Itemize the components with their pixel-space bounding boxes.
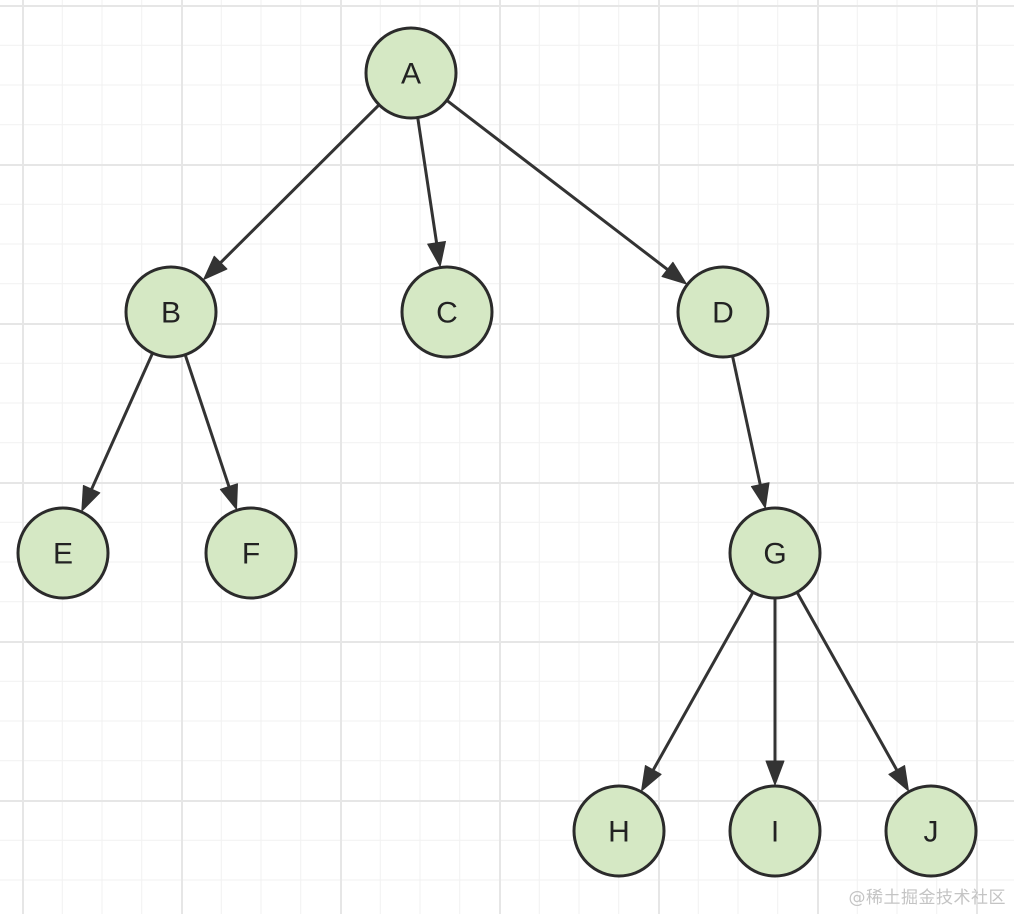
node-layer: A B C D E F G H I J: [16, 26, 978, 878]
edge-a-b: [203, 103, 381, 281]
edge-line: [731, 355, 763, 487]
node-c: C: [400, 265, 494, 359]
node-circle: [364, 26, 458, 120]
node-circle: [728, 784, 822, 878]
node-label: J: [924, 816, 939, 849]
node-label: G: [763, 538, 786, 571]
watermark-text: @稀土掘金技术社区: [848, 888, 1006, 908]
node-circle: [728, 506, 822, 600]
node-circle: [16, 506, 110, 600]
node-f: F: [204, 506, 298, 600]
node-j: J: [884, 784, 978, 878]
node-label: B: [161, 297, 181, 330]
node-g: G: [728, 506, 822, 600]
arrowhead-icon: [219, 483, 238, 510]
edge-d-g: [731, 355, 770, 509]
arrowhead-icon: [765, 760, 785, 786]
node-label: C: [436, 297, 458, 330]
edge-a-d: [445, 99, 687, 285]
edge-line: [795, 591, 900, 773]
edge-g-i: [765, 598, 785, 786]
edge-line: [416, 117, 439, 245]
node-circle: [204, 506, 298, 600]
node-label: F: [242, 538, 260, 571]
node-i: I: [728, 784, 822, 878]
node-label: H: [608, 816, 630, 849]
node-circle: [676, 265, 770, 359]
node-label: D: [712, 297, 734, 330]
arrowhead-icon: [203, 255, 228, 281]
node-label: I: [771, 816, 779, 849]
node-circle: [124, 265, 218, 359]
arrowhead-icon: [427, 240, 446, 268]
node-e: E: [16, 506, 110, 600]
edge-b-f: [183, 354, 238, 510]
edge-line: [445, 99, 670, 272]
edge-layer: [81, 99, 909, 792]
edge-line: [183, 354, 232, 489]
node-circle: [884, 784, 978, 878]
edge-line: [218, 103, 381, 266]
arrowhead-icon: [661, 261, 687, 285]
edge-g-j: [795, 591, 909, 792]
node-label: E: [53, 538, 73, 571]
node-circle: [400, 265, 494, 359]
node-b: B: [124, 265, 218, 359]
node-d: D: [676, 265, 770, 359]
node-circle: [572, 784, 666, 878]
arrowhead-icon: [750, 482, 770, 509]
arrowhead-icon: [888, 765, 909, 792]
edge-line: [650, 591, 755, 773]
edge-g-h: [641, 591, 755, 792]
node-label: A: [401, 58, 421, 91]
arrowhead-icon: [81, 484, 101, 512]
node-h: H: [572, 784, 666, 878]
arrowhead-icon: [641, 765, 662, 792]
node-a: A: [364, 26, 458, 120]
edge-a-c: [416, 117, 446, 268]
edge-b-e: [81, 352, 154, 512]
edge-line: [89, 352, 154, 492]
